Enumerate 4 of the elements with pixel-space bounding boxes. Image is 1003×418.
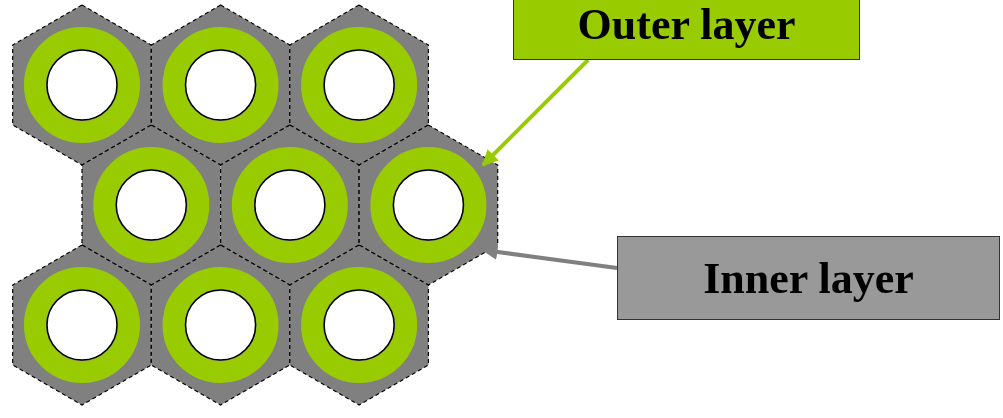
leader-arrow	[481, 58, 590, 167]
leader-arrow	[481, 244, 618, 270]
label-box: Inner layer	[617, 236, 1000, 320]
label-box: Outer layer	[513, 0, 860, 60]
